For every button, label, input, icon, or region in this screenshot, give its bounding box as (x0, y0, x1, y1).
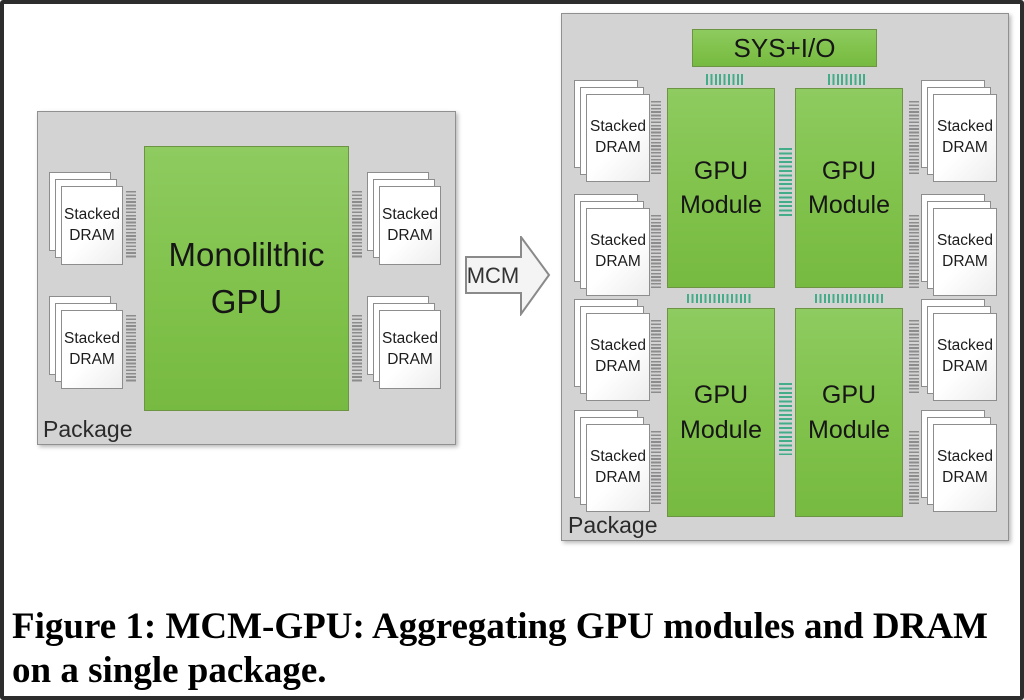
sysio-gpu-link-hatch (828, 74, 866, 85)
stacked-dram-block: Stacked DRAM (574, 410, 650, 512)
figure-caption: Figure 1: MCM-GPU: Aggregating GPU modul… (12, 605, 1020, 693)
gpu-gpu-link-hatch (815, 294, 883, 303)
stacked-dram-block: Stacked DRAM (367, 296, 441, 389)
dram-gpu-link-hatch (126, 191, 136, 259)
gpu-gpu-link-hatch (687, 294, 752, 303)
mcm-package: SYS+I/O GPU Module GPU Module GPU Module… (561, 13, 1009, 541)
dram-gpu-link-hatch (651, 101, 661, 175)
monolithic-gpu-label: Monolilthic GPU (168, 235, 325, 320)
stacked-dram-block: Stacked DRAM (921, 80, 997, 182)
sys-io-label: SYS+I/O (733, 33, 836, 63)
mcm-arrow: MCM (465, 236, 551, 316)
stacked-dram-label: Stacked DRAM (379, 310, 441, 389)
stacked-dram-block: Stacked DRAM (49, 172, 123, 265)
stacked-dram-block: Stacked DRAM (574, 194, 650, 296)
stacked-dram-label: Stacked DRAM (933, 208, 997, 296)
stacked-dram-label: Stacked DRAM (61, 186, 123, 265)
stacked-dram-block: Stacked DRAM (921, 299, 997, 401)
gpu-gpu-link-hatch (779, 148, 792, 218)
gpu-gpu-link-hatch (779, 383, 792, 455)
stacked-dram-block: Stacked DRAM (367, 172, 441, 265)
stacked-dram-block: Stacked DRAM (921, 194, 997, 296)
package-label: Package (568, 511, 658, 538)
dram-gpu-link-hatch (126, 315, 136, 383)
gpu-module-block: GPU Module (795, 308, 903, 517)
figure-caption-line1: Figure 1: MCM-GPU: Aggregating GPU modul… (12, 606, 988, 647)
stacked-dram-label: Stacked DRAM (586, 208, 650, 296)
package-label: Package (43, 415, 133, 442)
stacked-dram-block: Stacked DRAM (574, 80, 650, 182)
sys-io-block: SYS+I/O (692, 29, 877, 67)
stacked-dram-label: Stacked DRAM (586, 313, 650, 401)
dram-gpu-link-hatch (651, 215, 661, 289)
stacked-dram-label: Stacked DRAM (61, 310, 123, 389)
dram-gpu-link-hatch (909, 101, 919, 175)
gpu-module-label: GPU Module (808, 156, 890, 220)
dram-gpu-link-hatch (651, 431, 661, 505)
dram-gpu-link-hatch (352, 315, 362, 383)
stacked-dram-label: Stacked DRAM (379, 186, 441, 265)
dram-gpu-link-hatch (651, 320, 661, 394)
figure-caption-line2: on a single package. (12, 650, 327, 691)
stacked-dram-block: Stacked DRAM (49, 296, 123, 389)
gpu-module-block: GPU Module (667, 308, 775, 517)
stacked-dram-label: Stacked DRAM (933, 313, 997, 401)
stacked-dram-block: Stacked DRAM (574, 299, 650, 401)
gpu-module-label: GPU Module (680, 156, 762, 220)
gpu-module-label: GPU Module (680, 381, 762, 444)
monolithic-package: Monolilthic GPU Stacked DRAM Stacked DRA… (37, 111, 456, 445)
mcm-arrow-label: MCM (467, 263, 520, 288)
dram-gpu-link-hatch (352, 191, 362, 259)
gpu-module-label: GPU Module (808, 381, 890, 444)
mcm-arrow-shape (465, 236, 551, 316)
monolithic-gpu-block: Monolilthic GPU (144, 146, 349, 411)
sysio-gpu-link-hatch (706, 74, 744, 85)
stacked-dram-label: Stacked DRAM (933, 94, 997, 182)
stacked-dram-label: Stacked DRAM (586, 424, 650, 512)
mcm-gpu-diagram: Monolilthic GPU Stacked DRAM Stacked DRA… (4, 4, 1020, 584)
gpu-module-block: GPU Module (667, 88, 775, 288)
gpu-module-block: GPU Module (795, 88, 903, 288)
dram-gpu-link-hatch (909, 320, 919, 394)
stacked-dram-block: Stacked DRAM (921, 410, 997, 512)
stacked-dram-label: Stacked DRAM (933, 424, 997, 512)
dram-gpu-link-hatch (909, 215, 919, 289)
stacked-dram-label: Stacked DRAM (586, 94, 650, 182)
dram-gpu-link-hatch (909, 431, 919, 505)
